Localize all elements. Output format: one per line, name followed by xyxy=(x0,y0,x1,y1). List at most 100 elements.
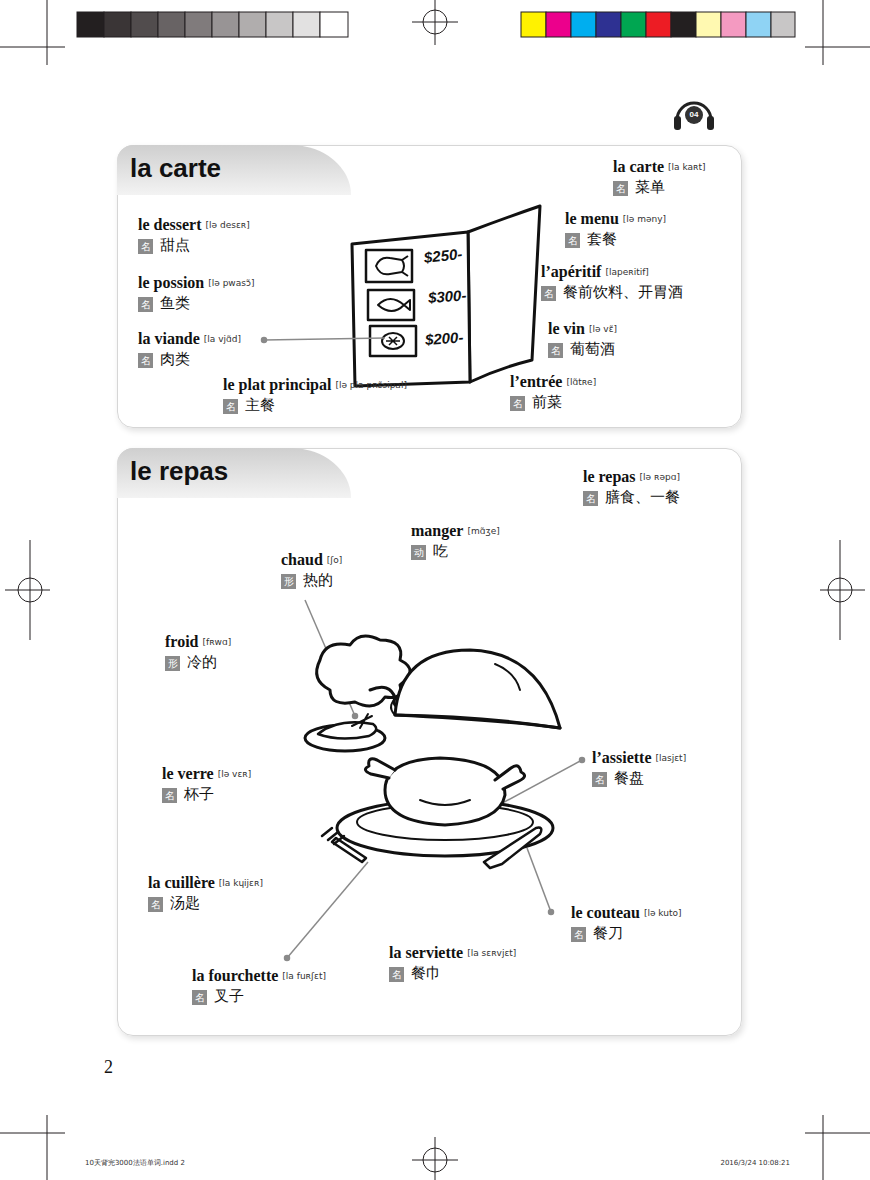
chinese-meaning: 菜单 xyxy=(635,179,665,196)
phonetic: [lapeʀitif] xyxy=(605,266,648,278)
print-slug: 2016/3/24 10:08:21 xyxy=(720,1159,790,1168)
phonetic: [lə vɛ̃] xyxy=(589,323,617,335)
chinese-meaning: 甜点 xyxy=(160,237,190,254)
part-of-speech-tag: 形 xyxy=(165,656,180,671)
chinese-meaning: 葡萄酒 xyxy=(570,341,615,358)
print-slug: 10天背完3000法语单词.indd 2 xyxy=(85,1159,185,1168)
registration-marks xyxy=(5,0,865,1180)
part-of-speech-tag: 名 xyxy=(571,927,586,942)
french-word: la fourchette xyxy=(192,967,278,985)
french-word: la cuillère xyxy=(148,874,215,892)
tag-text: 名 xyxy=(583,491,598,506)
part-of-speech-tag: 名 xyxy=(162,788,177,803)
part-of-speech-tag: 名 xyxy=(510,396,525,411)
french-word: la viande xyxy=(138,330,200,348)
french-word: le repas xyxy=(583,468,636,486)
phonetic: [la fuʀʃɛt] xyxy=(282,970,326,982)
tag-text: 名 xyxy=(162,788,177,803)
tag-text: 名 xyxy=(148,897,163,912)
tag-text: 名 xyxy=(565,233,580,248)
tag-text: 名 xyxy=(138,297,153,312)
page-number: 2 xyxy=(104,1057,113,1077)
meal-illustration xyxy=(305,636,560,868)
chinese-meaning: 餐巾 xyxy=(411,965,441,982)
phonetic: [lə pwasɔ̃] xyxy=(208,277,254,289)
gray-bar xyxy=(77,12,348,37)
part-of-speech-tag: 名 xyxy=(565,233,580,248)
leader-lines xyxy=(262,338,585,961)
french-word: froid xyxy=(165,633,198,651)
panel-tab: le repas xyxy=(117,448,351,498)
menu-price: $200- xyxy=(424,328,463,348)
french-word: le couteau xyxy=(571,904,640,922)
phonetic: [lə vɛʀ] xyxy=(218,768,252,780)
chinese-meaning: 热的 xyxy=(303,572,333,589)
part-of-speech-tag: 名 xyxy=(223,399,238,414)
french-word: le verre xyxy=(162,765,214,783)
chinese-meaning: 叉子 xyxy=(214,988,244,1005)
part-of-speech-tag: 名 xyxy=(138,239,153,254)
tag-text: 名 xyxy=(138,239,153,254)
chinese-meaning: 吃 xyxy=(433,543,448,560)
headphone-icon xyxy=(674,103,714,130)
tag-text: 名 xyxy=(223,399,238,414)
part-of-speech-tag: 名 xyxy=(592,772,607,787)
french-word: manger xyxy=(411,522,463,540)
phonetic: [lɑ̃tʀe] xyxy=(566,376,596,388)
part-of-speech-tag: 形 xyxy=(281,574,296,589)
phonetic: [lə ʀəpɑ] xyxy=(640,471,680,483)
tag-text: 形 xyxy=(281,574,296,589)
chinese-meaning: 主餐 xyxy=(245,397,275,414)
french-word: le menu xyxy=(565,210,619,228)
chinese-meaning: 餐刀 xyxy=(593,925,623,942)
tag-text: 动 xyxy=(411,545,426,560)
tag-text: 名 xyxy=(541,286,556,301)
chinese-meaning: 膳食、一餐 xyxy=(605,489,680,506)
french-word: le possion xyxy=(138,274,204,292)
french-word: l’entrée xyxy=(510,373,562,391)
tag-text: 名 xyxy=(571,927,586,942)
part-of-speech-tag: 名 xyxy=(192,990,207,1005)
french-word: le plat principal xyxy=(223,376,331,394)
phonetic: [lə məny] xyxy=(623,213,666,225)
chinese-meaning: 餐盘 xyxy=(614,770,644,787)
track-number: 04 xyxy=(690,110,699,120)
tag-text: 名 xyxy=(592,772,607,787)
phonetic: [ʃo] xyxy=(327,554,343,566)
part-of-speech-tag: 名 xyxy=(148,897,163,912)
chinese-meaning: 汤匙 xyxy=(170,895,200,912)
menu-illustration xyxy=(352,206,540,386)
phonetic: [lə desɛʀ] xyxy=(206,219,250,231)
menu-price: $250- xyxy=(423,245,463,266)
chinese-meaning: 肉类 xyxy=(160,351,190,368)
tag-text: 形 xyxy=(165,656,180,671)
part-of-speech-tag: 名 xyxy=(541,286,556,301)
tag-text: 名 xyxy=(510,396,525,411)
panel-tab: la carte xyxy=(117,145,351,195)
phonetic: [lə kuto] xyxy=(644,907,682,919)
tag-text: 名 xyxy=(389,967,404,982)
panel-heading: le repas xyxy=(130,456,228,487)
french-word: la serviette xyxy=(389,944,463,962)
tag-text: 名 xyxy=(192,990,207,1005)
chinese-meaning: 套餐 xyxy=(587,231,617,248)
part-of-speech-tag: 名 xyxy=(389,967,404,982)
part-of-speech-tag: 名 xyxy=(138,297,153,312)
menu-price: $300- xyxy=(427,286,466,306)
tag-text: 名 xyxy=(548,343,563,358)
phonetic: [lə pla pʀɛ̃sipal] xyxy=(335,379,406,391)
chinese-meaning: 前菜 xyxy=(532,394,562,411)
chinese-meaning: 杯子 xyxy=(184,786,214,803)
part-of-speech-tag: 名 xyxy=(138,353,153,368)
french-word: le dessert xyxy=(138,216,202,234)
chinese-meaning: 鱼类 xyxy=(160,295,190,312)
part-of-speech-tag: 名 xyxy=(613,181,628,196)
phonetic: [la vjɑ̃d] xyxy=(204,333,241,345)
french-word: la carte xyxy=(613,158,664,176)
panel-heading: la carte xyxy=(130,153,221,184)
part-of-speech-tag: 名 xyxy=(548,343,563,358)
phonetic: [la kɥijɛʀ] xyxy=(219,877,263,889)
chinese-meaning: 冷的 xyxy=(187,654,217,671)
